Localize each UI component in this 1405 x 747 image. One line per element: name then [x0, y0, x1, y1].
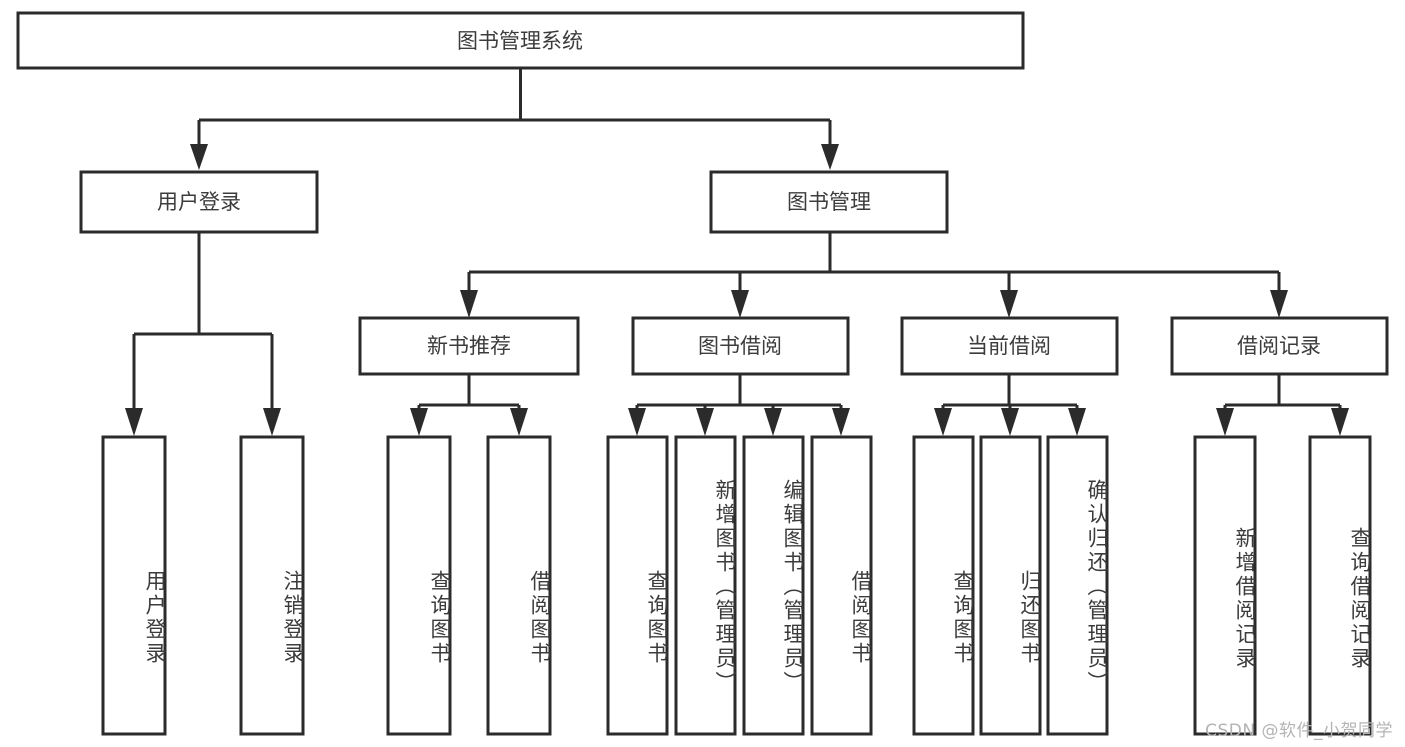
node-root-box[interactable] — [16, 11, 1025, 70]
connector-group-book-borrow — [628, 374, 850, 436]
node-root-label: 图书管理系统 — [457, 29, 583, 53]
node-user-login-label: 用户登录 — [157, 190, 241, 214]
connector-group-borrow-record — [1216, 374, 1349, 436]
arrowhead-new-book-recommend — [460, 290, 478, 318]
node-book-borrow-label: 图书借阅 — [698, 334, 782, 358]
node-book-manage-label: 图书管理 — [787, 190, 871, 214]
arrowhead-leaf-return-book — [1001, 408, 1019, 436]
connector-group-user-login — [125, 232, 281, 436]
arrowhead-leaf-add-record — [1216, 408, 1234, 436]
arrowhead-leaf-query-book-3 — [934, 408, 952, 436]
arrowhead-leaf-edit-book — [764, 408, 782, 436]
csdn-watermark: CSDN @软件_小贺同学 — [1205, 721, 1393, 741]
arrowhead-borrow-record — [1270, 290, 1288, 318]
leaf-box-return-book[interactable] — [979, 435, 1042, 736]
arrowhead-leaf-logout — [263, 408, 281, 436]
node-book-borrow[interactable]: 图书借阅 — [631, 316, 850, 376]
node-current-borrow-box[interactable] — [900, 316, 1119, 376]
leaf-box-edit-book[interactable] — [742, 435, 805, 736]
leaf-box-add-book[interactable] — [674, 435, 737, 736]
leaf-box-query-book-3[interactable] — [912, 435, 975, 736]
node-current-borrow-label: 当前借阅 — [967, 334, 1051, 358]
leaf-box-query-book-2[interactable] — [606, 435, 669, 736]
node-user-login[interactable]: 用户登录 — [79, 170, 319, 234]
node-book-manage[interactable]: 图书管理 — [709, 170, 949, 234]
leaf-box-confirm-return[interactable] — [1046, 435, 1109, 736]
leaf-box-query-record[interactable] — [1308, 435, 1372, 736]
leaf-box-borrow-book-2[interactable] — [810, 435, 873, 736]
arrowhead-leaf-query-record — [1331, 408, 1349, 436]
arrowhead-current-borrow — [1000, 290, 1018, 318]
arrowhead-leaf-user-login — [125, 408, 143, 436]
node-new-book-recommend[interactable]: 新书推荐 — [358, 316, 580, 376]
connector-group-new-book-recommend — [410, 374, 528, 436]
arrowhead-leaf-confirm-return — [1068, 408, 1086, 436]
arrowhead-leaf-add-book — [696, 408, 714, 436]
leaf-boxes — [101, 435, 1372, 736]
node-user-login-box[interactable] — [79, 170, 319, 234]
node-borrow-record[interactable]: 借阅记录 — [1170, 316, 1389, 376]
leaf-box-query-book-1[interactable] — [386, 435, 452, 736]
connector-group-root — [190, 68, 839, 170]
connector-group-current-borrow — [934, 374, 1086, 436]
leaf-box-user-login[interactable] — [101, 435, 167, 736]
arrowhead-user-login — [190, 144, 208, 170]
arrowhead-book-borrow — [731, 290, 749, 318]
node-book-manage-box[interactable] — [709, 170, 949, 234]
node-root[interactable]: 图书管理系统 — [16, 11, 1025, 70]
node-book-borrow-box[interactable] — [631, 316, 850, 376]
node-borrow-record-label: 借阅记录 — [1237, 334, 1321, 358]
node-current-borrow[interactable]: 当前借阅 — [900, 316, 1119, 376]
leaf-box-logout-login[interactable] — [239, 435, 305, 736]
node-new-book-recommend-label: 新书推荐 — [427, 334, 511, 358]
arrowhead-leaf-borrow-book-1 — [510, 408, 528, 436]
node-new-book-recommend-box[interactable] — [358, 316, 580, 376]
leaf-box-add-record[interactable] — [1193, 435, 1257, 736]
connector-group-book-manage — [460, 232, 1288, 318]
node-borrow-record-box[interactable] — [1170, 316, 1389, 376]
arrowhead-book-manage — [821, 144, 839, 170]
leaf-box-borrow-book-1[interactable] — [486, 435, 552, 736]
arrowhead-leaf-borrow-book-2 — [832, 408, 850, 436]
arrowhead-leaf-query-book-2 — [628, 408, 646, 436]
arrowhead-leaf-query-book-1 — [410, 408, 428, 436]
